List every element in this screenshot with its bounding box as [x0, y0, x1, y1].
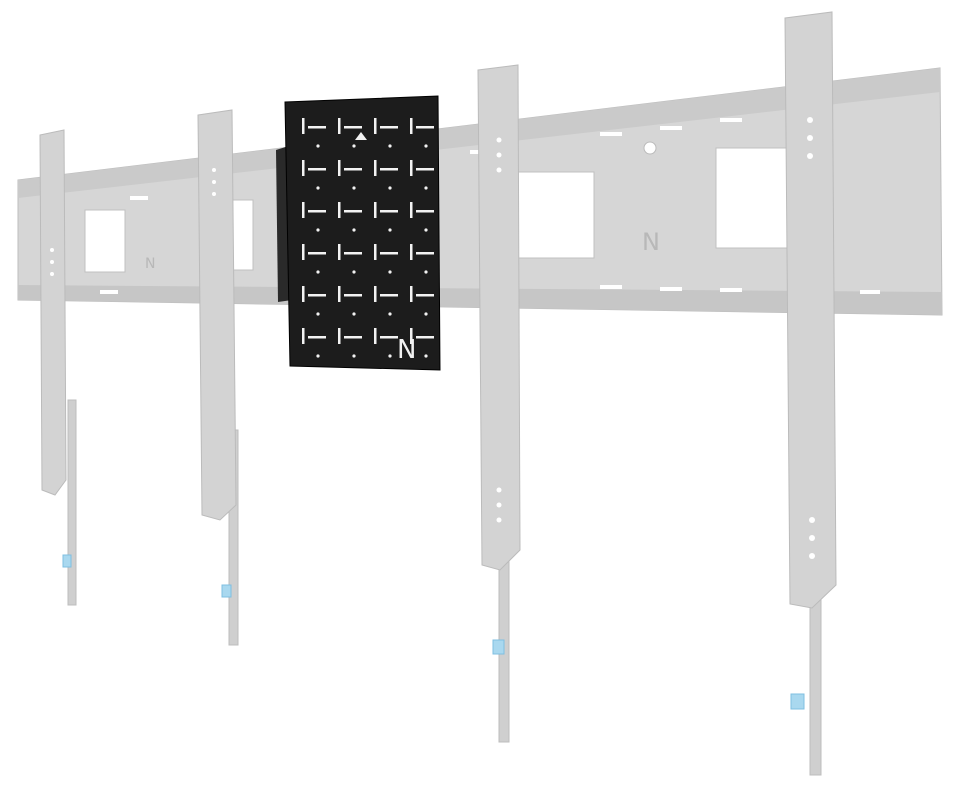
plate-slot [416, 210, 434, 213]
plate-slot [380, 336, 398, 339]
plate-hole [388, 312, 392, 316]
plate-logo-mark: N [397, 335, 416, 365]
plate-slot [302, 118, 305, 134]
plate-slot [302, 202, 305, 218]
plate-hole [388, 144, 392, 148]
plate-hole [424, 270, 428, 274]
plate-slot [380, 252, 398, 255]
plate-slot [374, 328, 377, 344]
plate-slot [338, 244, 341, 260]
plate-slots [302, 118, 434, 358]
plate-slot [308, 210, 326, 213]
plate-slot [344, 210, 362, 213]
plate-slot [410, 244, 413, 260]
plate-slot [410, 160, 413, 176]
plate-hole [352, 354, 356, 358]
plate-slot [344, 168, 362, 171]
plate-slot [380, 210, 398, 213]
plate-slot [308, 336, 326, 339]
plate-slot [308, 126, 326, 129]
plate-slot [338, 328, 341, 344]
plate-slot [308, 168, 326, 171]
plate-slot [308, 252, 326, 255]
plate-slot [374, 118, 377, 134]
plate-slot [338, 286, 341, 302]
plate-slot [302, 286, 305, 302]
plate-slot [374, 286, 377, 302]
plate-slot [416, 126, 434, 129]
arm-holes [50, 117, 815, 559]
plate-slot [416, 252, 434, 255]
plate-slot [410, 286, 413, 302]
hanging-rods [67, 399, 822, 776]
plate-hole [424, 186, 428, 190]
plate-slot [302, 160, 305, 176]
plate-hole [352, 186, 356, 190]
plate-slot [302, 328, 305, 344]
plate-hole [388, 186, 392, 190]
label-2 [221, 584, 232, 598]
plate-hole [316, 144, 320, 148]
keyhole-icon [643, 141, 657, 155]
plate-slot [374, 244, 377, 260]
plate-hole [352, 312, 356, 316]
arrow-up-icon [355, 132, 367, 140]
label-1 [62, 554, 72, 568]
arm-1 [39, 129, 67, 496]
plate-slot [416, 336, 434, 339]
safety-labels [62, 554, 805, 710]
logo-mark: N [642, 228, 660, 256]
plate-slot [308, 294, 326, 297]
vertical-arms [39, 11, 837, 609]
plate-slot [338, 160, 341, 176]
plate-slot [380, 294, 398, 297]
plate-slot [374, 202, 377, 218]
plate-hole [352, 144, 356, 148]
plate-hole [352, 228, 356, 232]
plate-hole [316, 186, 320, 190]
plate-slot [344, 336, 362, 339]
arm-4 [784, 11, 837, 609]
plate-hole [424, 228, 428, 232]
plate-slot [416, 294, 434, 297]
plate-slot [410, 328, 413, 344]
plate-slot [344, 126, 362, 129]
plate-slot [380, 126, 398, 129]
plate-slot [338, 118, 341, 134]
label-4 [790, 693, 805, 710]
plate-hole [388, 354, 392, 358]
plate-hole [424, 354, 428, 358]
plate-hole [316, 312, 320, 316]
plate-slot [380, 168, 398, 171]
plate-slot [410, 118, 413, 134]
plate-slot [410, 202, 413, 218]
plate-hole [424, 144, 428, 148]
plate-hole [388, 270, 392, 274]
plate-hole [316, 270, 320, 274]
label-3 [492, 639, 505, 655]
plate-hole [316, 354, 320, 358]
plate-slot [344, 252, 362, 255]
arm-2 [197, 109, 237, 521]
plate-slot [344, 294, 362, 297]
plate-hole [388, 228, 392, 232]
plate-slot [374, 160, 377, 176]
logo-mark-small: N [145, 256, 155, 272]
rod-1 [67, 399, 77, 606]
plate-hole [424, 312, 428, 316]
plate-slot [416, 168, 434, 171]
arm-3 [477, 64, 521, 571]
plate-slot [338, 202, 341, 218]
plate-hole [316, 228, 320, 232]
accessory-plate: N [276, 95, 441, 371]
plate-slot [302, 244, 305, 260]
plate-hole [352, 270, 356, 274]
